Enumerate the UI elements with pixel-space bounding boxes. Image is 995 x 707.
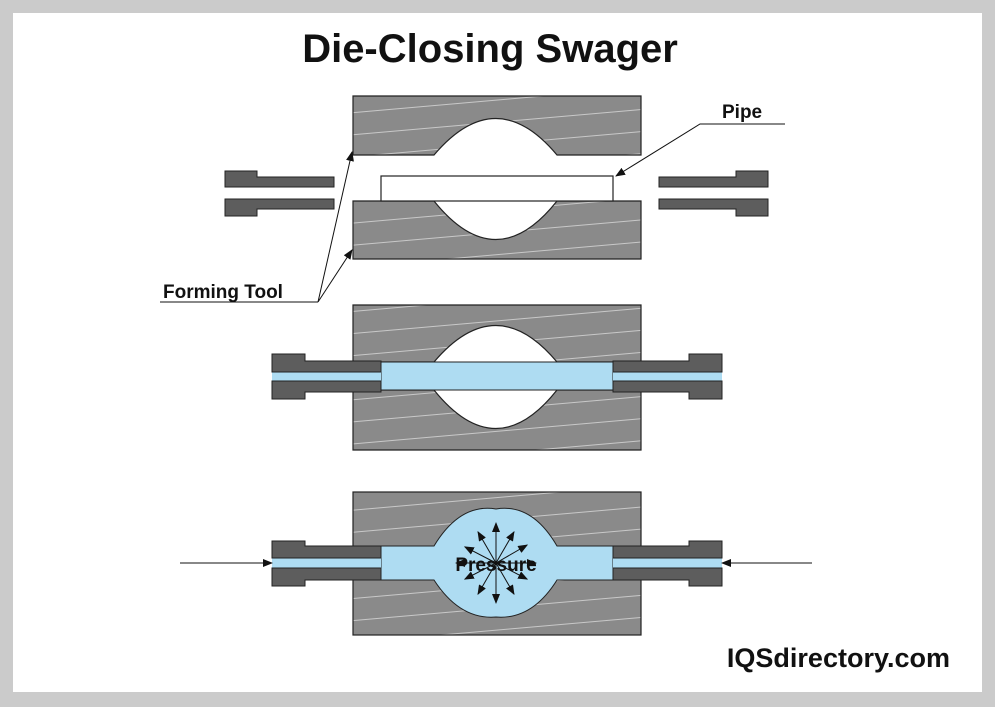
forming-tool-leader-1: [317, 151, 354, 303]
left-clamp-lower: [224, 198, 335, 217]
upper-forming-tool: [352, 304, 642, 363]
left-clamp-lower: [271, 380, 382, 400]
upper-forming-tool: [352, 95, 642, 156]
left-clamp-upper: [224, 170, 335, 188]
right-clamp-upper: [612, 353, 723, 373]
pressure-arrow: [463, 546, 497, 564]
forming-tool-label: Forming Tool: [163, 282, 283, 303]
right-clamp-upper: [612, 540, 723, 559]
left-fluid-channel: [272, 372, 381, 381]
pressure-arrow: [495, 562, 515, 596]
stage-clamped: [271, 304, 723, 451]
pressure-label: Pressure: [455, 555, 536, 576]
forming-tool-leader-2: [317, 249, 353, 303]
right-fluid-channel: [613, 372, 722, 381]
pipe-label: Pipe: [722, 102, 762, 123]
pressure-arrow: [495, 562, 529, 580]
right-clamp-lower: [612, 380, 723, 400]
diagram-title: Die-Closing Swager: [302, 27, 678, 71]
left-clamp-lower: [271, 567, 382, 587]
left-clamp-upper: [271, 540, 382, 559]
pressure-arrows: [455, 522, 537, 604]
pressure-arrow: [477, 562, 497, 596]
lower-forming-tool: [352, 200, 642, 260]
pressure-arrow: [495, 544, 529, 564]
pressure-arrow: [463, 562, 497, 580]
stage-pressurized: Pressure: [180, 491, 812, 636]
left-clamp-upper: [271, 353, 382, 373]
filled-pipe: [380, 361, 614, 391]
right-clamp-upper: [658, 170, 769, 188]
right-fluid-channel: [613, 558, 722, 568]
pipe: [380, 175, 614, 202]
pipe-leader: [615, 123, 785, 177]
stage-open: Pipe Forming Tool: [160, 95, 785, 303]
pressure-arrow: [477, 530, 497, 564]
brand-watermark: IQSdirectory.com: [727, 643, 950, 673]
pressure-arrow: [495, 530, 515, 564]
right-clamp-lower: [612, 567, 723, 587]
lower-forming-tool: [352, 389, 642, 451]
right-clamp-lower: [658, 198, 769, 217]
left-fluid-channel: [272, 558, 381, 568]
